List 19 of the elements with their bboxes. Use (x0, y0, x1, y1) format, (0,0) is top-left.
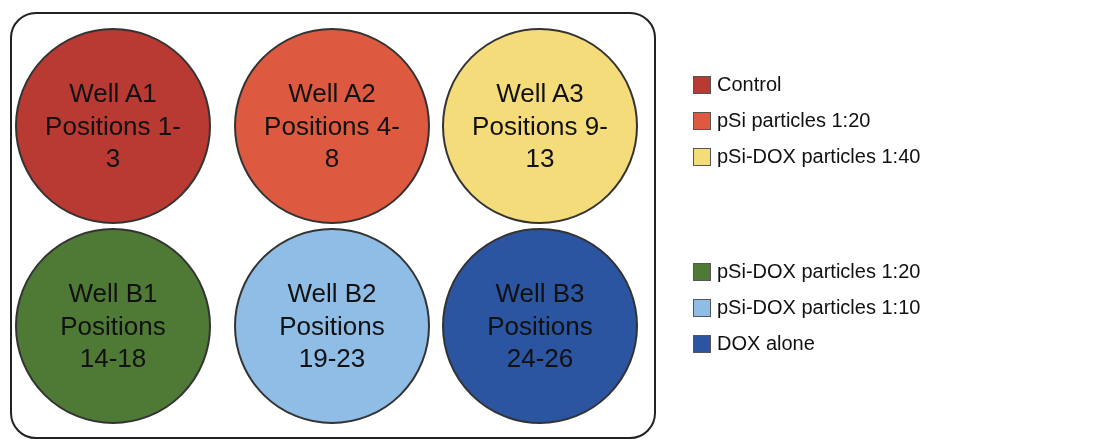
legend-label: pSi particles 1:20 (717, 109, 871, 132)
position-range: Positions 24-26 (486, 309, 594, 375)
legend-label: pSi-DOX particles 1:40 (717, 145, 921, 168)
position-range: Positions 9-13 (471, 109, 609, 175)
legend-label: pSi-DOX particles 1:20 (717, 260, 921, 283)
well-name: Well B2 (287, 277, 377, 310)
well-name: Well A2 (288, 77, 376, 110)
position-range: Positions 1-3 (44, 109, 182, 175)
position-range: Positions 19-23 (278, 309, 386, 375)
position-range: Positions 14-18 (59, 309, 167, 375)
well-name: Well A3 (496, 77, 584, 110)
well-name: Well B3 (495, 277, 585, 310)
well-name: Well B1 (68, 277, 158, 310)
well-name: Well A1 (69, 77, 157, 110)
position-range: Positions 4-8 (263, 109, 401, 175)
legend-label: pSi-DOX particles 1:10 (717, 296, 921, 319)
legend-label: DOX alone (717, 332, 815, 355)
legend-label: Control (717, 73, 782, 96)
plate-outline (10, 12, 656, 439)
